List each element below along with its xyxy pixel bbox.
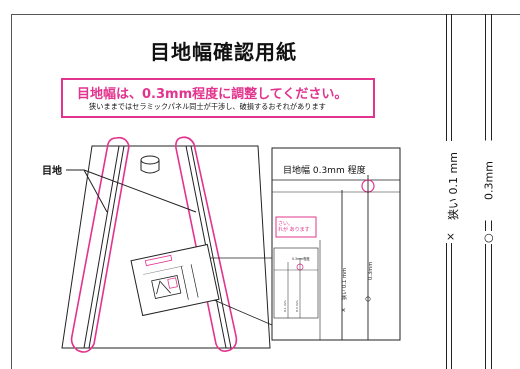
joint-label: 目地	[42, 166, 62, 177]
joint-leader-right	[83, 169, 197, 213]
sheet-border-top	[11, 14, 520, 15]
joint-highlight-right	[175, 136, 238, 352]
inset-notice: さい。 れが あります	[278, 221, 310, 233]
inset-notice-line: さい。	[278, 221, 294, 227]
zoomed-inset: 0.3mm程度 0.1 mm 0.3 mm 狭い 0.1 mm 0.3mm ×	[271, 147, 401, 341]
wall-panel-outline	[61, 145, 271, 349]
gauge-strip-1-label: 狭い 0.1 mm	[445, 141, 461, 231]
svg-text:0.3 mm: 0.3 mm	[295, 300, 299, 312]
inset-title: 目地幅 0.3mm 程度	[283, 166, 366, 176]
mini-sheet-on-wall	[130, 243, 220, 317]
svg-text:狭い 0.1 mm: 狭い 0.1 mm	[340, 268, 348, 300]
svg-text:0.3mm程度: 0.3mm程度	[292, 256, 310, 261]
svg-text:0.3mm: 0.3mm	[368, 262, 374, 280]
sheet-title: 目地幅確認用紙	[150, 40, 297, 64]
notice-main-text: 目地幅は、0.3mm程度に調整してください。	[77, 87, 348, 102]
gauge-strip-2-label: 0.3mm	[482, 140, 496, 221]
joint-line-left-inner	[88, 145, 125, 349]
fixture-icon	[140, 155, 160, 174]
sheet-border-left	[11, 14, 12, 369]
notice-box: 目地幅は、0.3mm程度に調整してください。 狭いままではセラミックパネル同士が…	[61, 78, 375, 118]
joint-line-right-inner	[190, 145, 232, 349]
notice-sub-text: 狭いままではセラミックパネル同士が干渉し、破損するおそれがあります	[89, 102, 326, 111]
gauge-strip-1-mark: ×	[446, 230, 456, 243]
inset-notice-line: れが あります	[278, 227, 310, 233]
joint-line-left	[83, 145, 120, 349]
zoom-connector-bottom	[213, 299, 273, 326]
gauge-strip-2-mark: ○	[484, 231, 494, 244]
svg-text:0.1 mm: 0.1 mm	[283, 300, 287, 312]
joint-highlight-left	[70, 136, 130, 353]
svg-text:×: ×	[341, 307, 346, 314]
